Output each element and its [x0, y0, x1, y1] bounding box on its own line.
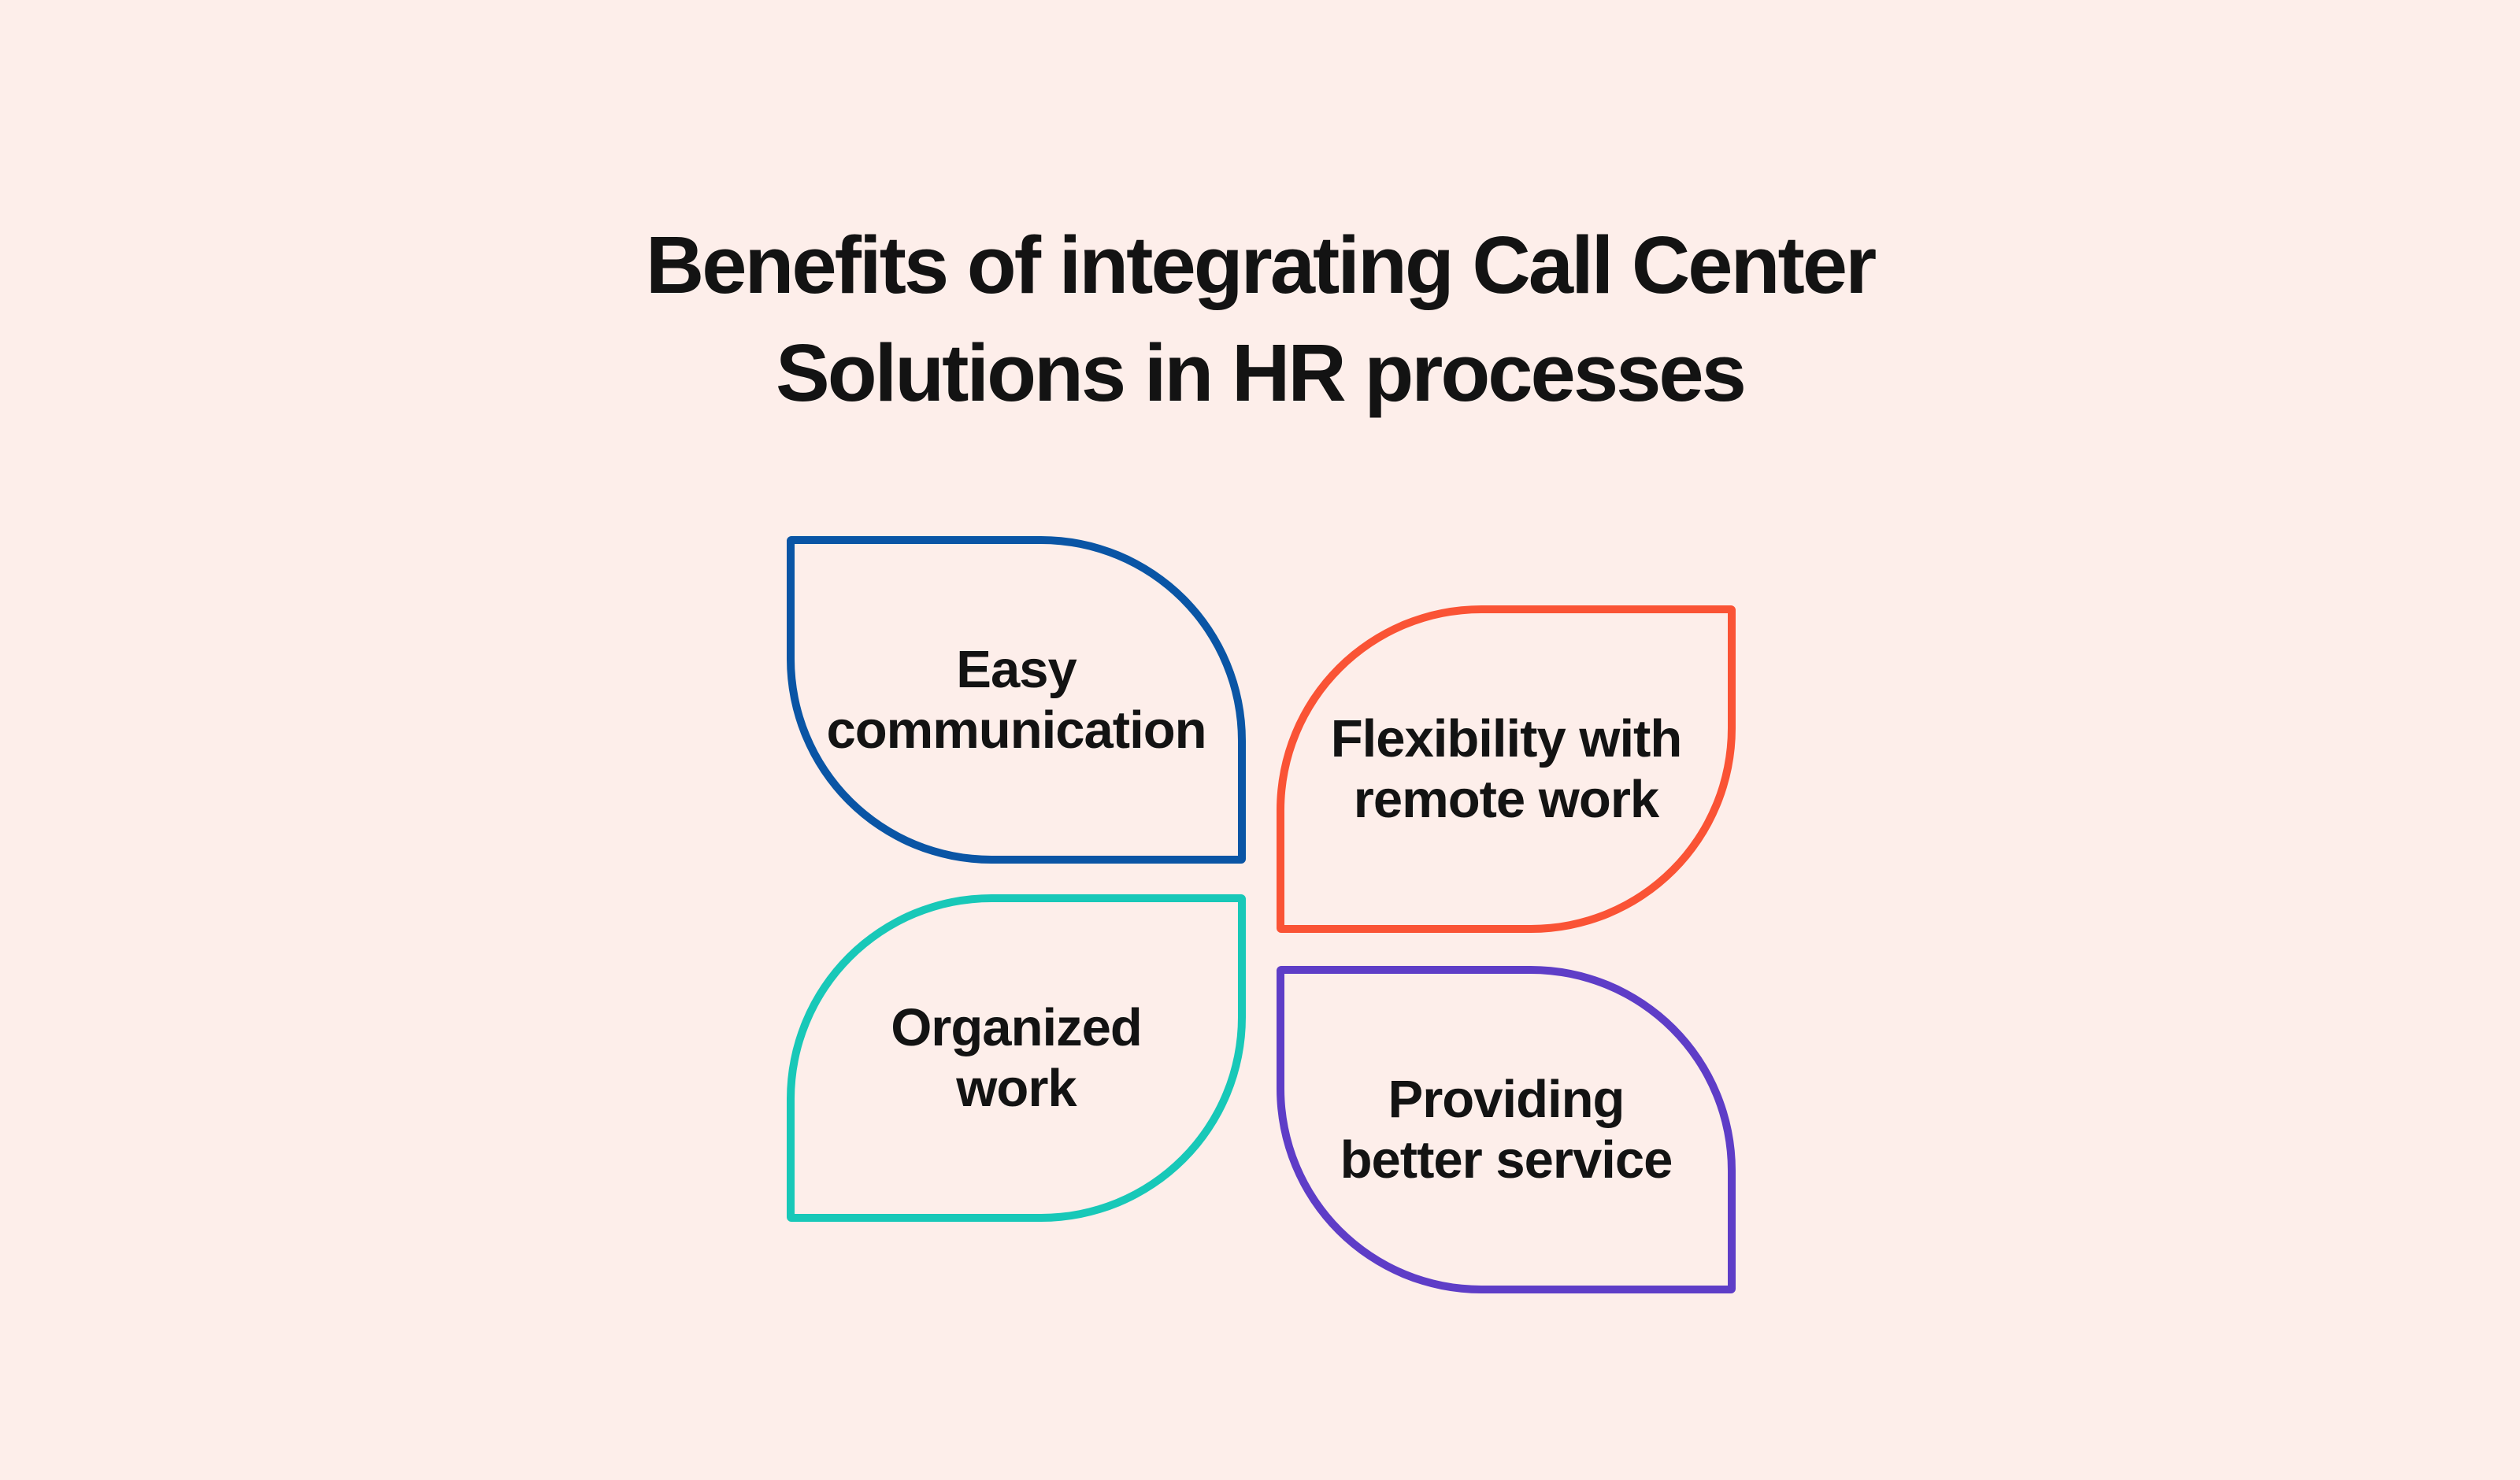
- petal-label-flexibility-remote-work: Flexibility with remote work: [1330, 709, 1683, 829]
- petal-organized-work: Organized work: [787, 894, 1246, 1222]
- petal-label-providing-better-service: Providing better service: [1340, 1070, 1673, 1190]
- petal-label-organized-work: Organized work: [891, 998, 1143, 1118]
- title-line-2: Solutions in HR processes: [776, 327, 1747, 418]
- petal-easy-communication: Easy communication: [787, 536, 1246, 864]
- petal-flexibility-remote-work: Flexibility with remote work: [1277, 605, 1736, 933]
- petal-label-easy-communication: Easy communication: [826, 640, 1206, 760]
- petal-providing-better-service: Providing better service: [1277, 966, 1736, 1293]
- title-line-1: Benefits of integrating Call Center: [645, 220, 1877, 310]
- page-title: Benefits of integrating Call Center Solu…: [0, 211, 2520, 427]
